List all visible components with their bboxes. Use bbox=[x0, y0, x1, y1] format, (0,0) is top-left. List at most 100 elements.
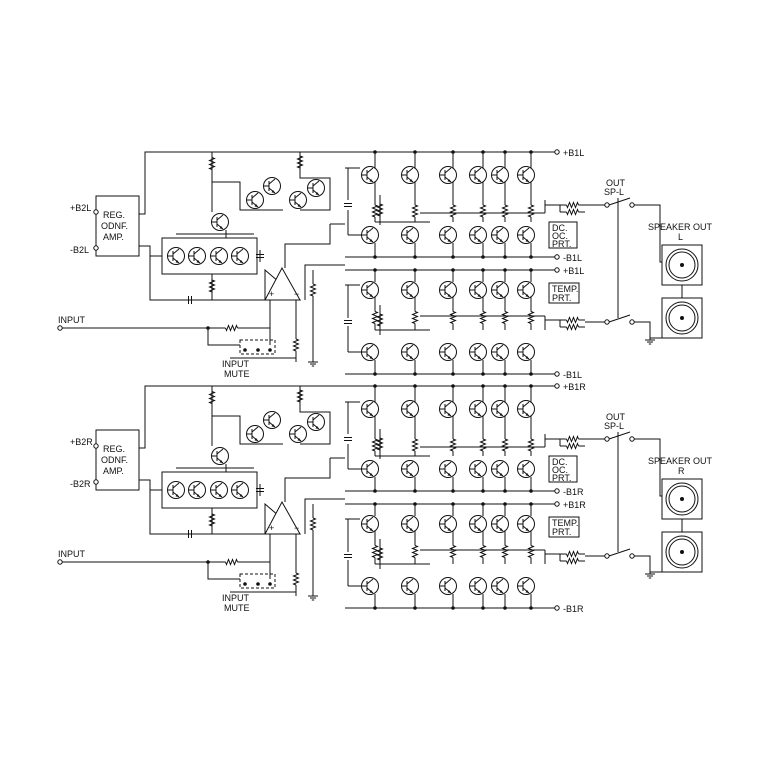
transistor-arrow bbox=[271, 190, 275, 193]
transistor-arrow bbox=[525, 356, 529, 359]
transistor-arrow bbox=[196, 494, 200, 497]
transistor-arrow bbox=[297, 438, 301, 441]
wire bbox=[207, 562, 240, 580]
transistor-arrow bbox=[447, 294, 451, 297]
junction-dot bbox=[268, 582, 272, 586]
transistor-arrow bbox=[369, 528, 373, 531]
label: TEMP. bbox=[552, 284, 578, 294]
terminal-icon bbox=[93, 443, 99, 449]
transistor-collector bbox=[474, 578, 482, 585]
resistor-icon bbox=[371, 204, 379, 218]
wire bbox=[608, 431, 631, 440]
resistor-icon bbox=[527, 438, 535, 452]
label: AMP. bbox=[103, 232, 124, 242]
transistor-arrow bbox=[447, 590, 451, 593]
transistor-collector bbox=[522, 227, 530, 234]
junction-dot bbox=[481, 255, 485, 259]
transistor-collector bbox=[496, 461, 504, 468]
protect-box bbox=[548, 221, 578, 249]
terminal-icon bbox=[554, 605, 560, 611]
transistor-collector bbox=[474, 227, 482, 234]
transistor-collector bbox=[294, 426, 302, 433]
resistor-icon bbox=[309, 517, 317, 531]
transistor-collector bbox=[444, 401, 452, 408]
transistor-collector bbox=[406, 282, 414, 289]
terminal-icon bbox=[604, 553, 610, 559]
junction-dot bbox=[373, 268, 377, 272]
transistor-collector bbox=[474, 516, 482, 523]
junction-dot bbox=[413, 384, 417, 388]
transistor-arrow bbox=[175, 260, 179, 263]
resistor-icon bbox=[225, 558, 238, 566]
resistor-icon bbox=[527, 204, 535, 218]
transistor-arrow bbox=[525, 239, 529, 242]
transistor-arrow bbox=[525, 528, 529, 531]
junction-dot bbox=[503, 502, 507, 506]
op-amp-icon bbox=[264, 266, 301, 301]
transistor-collector bbox=[406, 516, 414, 523]
resistor-icon bbox=[449, 545, 457, 558]
transistor-arrow bbox=[409, 413, 413, 416]
transistor-arrow bbox=[239, 260, 243, 263]
transistor-arrow bbox=[477, 239, 481, 242]
junction-dot bbox=[243, 348, 247, 352]
mute-switch-icon bbox=[239, 339, 276, 355]
transistor-arrow bbox=[525, 179, 529, 182]
transistor-collector bbox=[496, 578, 504, 585]
resistor-icon bbox=[292, 572, 300, 586]
speaker-dome bbox=[680, 550, 684, 554]
label: +B2R bbox=[70, 437, 93, 447]
transistor-collector bbox=[216, 214, 224, 221]
label: OC. bbox=[552, 465, 568, 475]
transistor-collector bbox=[268, 178, 276, 185]
wire bbox=[304, 498, 330, 534]
transistor-collector bbox=[366, 516, 374, 523]
regulator-box bbox=[95, 429, 140, 491]
junction-dot bbox=[529, 372, 533, 376]
resistor-icon bbox=[479, 438, 487, 452]
transistor-arrow bbox=[499, 590, 503, 593]
mute-switch-icon bbox=[239, 573, 276, 589]
label: − bbox=[294, 289, 299, 299]
resistor-icon bbox=[566, 557, 579, 565]
junction-dot bbox=[529, 606, 533, 610]
label: + bbox=[269, 289, 274, 299]
transistor-collector bbox=[444, 282, 452, 289]
terminal-icon bbox=[604, 436, 610, 442]
transistor-arrow bbox=[219, 226, 223, 229]
transistor-collector bbox=[251, 192, 259, 199]
wire bbox=[608, 548, 631, 557]
terminal-icon bbox=[629, 202, 635, 208]
transistor-arrow bbox=[369, 590, 373, 593]
transistor-collector bbox=[236, 248, 244, 255]
speaker-cone bbox=[665, 482, 699, 516]
resistor-icon bbox=[501, 204, 509, 218]
resistor-icon bbox=[501, 438, 509, 452]
terminal-icon bbox=[604, 202, 610, 208]
resistor-icon bbox=[376, 203, 384, 217]
transistor-collector bbox=[522, 344, 530, 351]
label: PRT. bbox=[552, 527, 571, 537]
junction-dot bbox=[268, 348, 272, 352]
regulator-box bbox=[95, 195, 140, 257]
resistor-icon bbox=[371, 438, 379, 452]
junction-dot bbox=[373, 489, 377, 493]
terminal-icon bbox=[93, 209, 99, 215]
resistor-icon bbox=[566, 208, 579, 216]
junction-dot bbox=[481, 502, 485, 506]
transistor-collector bbox=[366, 401, 374, 408]
transistor-arrow bbox=[218, 494, 222, 497]
transistor-collector bbox=[496, 282, 504, 289]
transistor-collector bbox=[522, 461, 530, 468]
transistor-arrow bbox=[499, 528, 503, 531]
junction-dot bbox=[413, 255, 417, 259]
label: TEMP. bbox=[552, 518, 578, 528]
terminal-icon bbox=[554, 501, 560, 507]
label: PRT. bbox=[552, 473, 571, 483]
transistor-collector bbox=[444, 227, 452, 234]
label: − bbox=[294, 523, 299, 533]
transistor-arrow bbox=[254, 204, 258, 207]
label: OC. bbox=[552, 231, 568, 241]
transistor-arrow bbox=[477, 473, 481, 476]
junction-dot bbox=[413, 150, 417, 154]
